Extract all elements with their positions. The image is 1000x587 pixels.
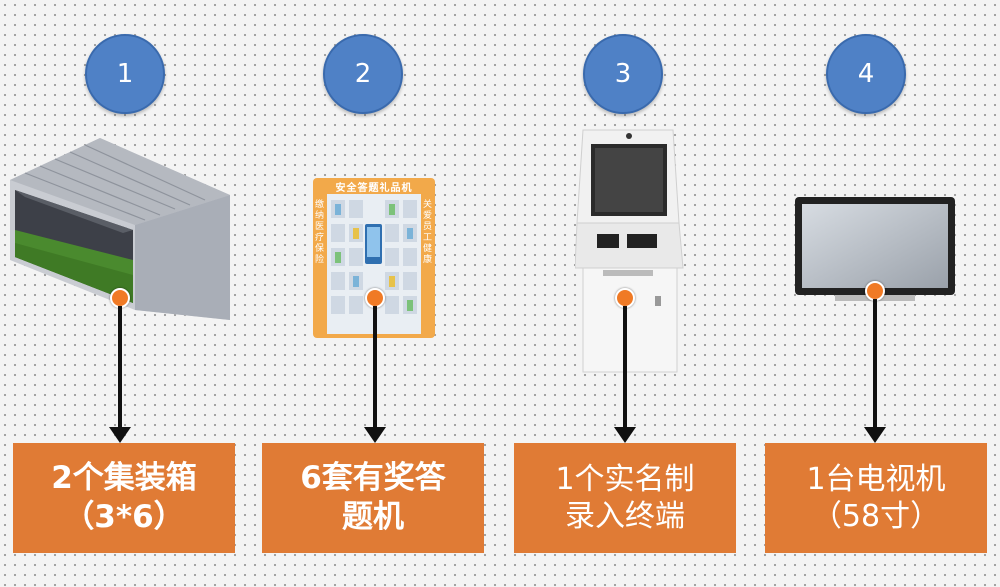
arrow-head: [364, 427, 386, 443]
label-box: 1个实名制 录入终端: [514, 443, 736, 553]
label-line-1: 1台电视机: [806, 461, 946, 497]
label-box: 6套有奖答 题机: [262, 443, 484, 553]
arrow-head: [109, 427, 131, 443]
step-number-circle: 4: [826, 34, 906, 114]
label-line-1: 1个实名制: [555, 461, 695, 497]
item-television: 4 1台电视机 （58寸）: [760, 0, 990, 587]
step-number-circle: 1: [85, 34, 165, 114]
arrow-head: [864, 427, 886, 443]
connector-dot: [865, 281, 885, 301]
container-icon: [10, 138, 230, 320]
connector-dot: [365, 288, 385, 308]
item-container: 1 2个集装箱 （3*6）: [5, 0, 235, 587]
machine-side-text-right: 关爱员工健康: [423, 200, 433, 265]
label-line-2: （58寸）: [811, 499, 941, 534]
step-number-circle: 3: [583, 34, 663, 114]
item-registration-terminal: 3 1个实名制 录入终端: [510, 0, 740, 587]
machine-header-text: 安全答题礼品机: [335, 183, 413, 194]
label-line-1: 6套有奖答: [300, 460, 446, 497]
machine-side-text-left: 缴纳医疗保险: [315, 200, 325, 265]
connector-dot: [615, 288, 635, 308]
television-icon: [795, 197, 955, 301]
item-quiz-machine: 2 安全答题礼品机 缴纳医疗保险 关爱员工健康 6套有奖答 题机: [260, 0, 490, 587]
arrow-line: [373, 306, 377, 428]
prize-quiz-machine-icon: [313, 178, 435, 338]
label-box: 2个集装箱 （3*6）: [13, 443, 235, 553]
arrow-line: [118, 306, 122, 428]
arrow-line: [623, 306, 627, 428]
label-box: 1台电视机 （58寸）: [765, 443, 987, 553]
label-line-2: （3*6）: [63, 499, 185, 535]
registration-kiosk-icon: [575, 129, 684, 373]
arrow-head: [614, 427, 636, 443]
arrow-line: [873, 299, 877, 428]
connector-dot: [110, 288, 130, 308]
label-line-1: 2个集装箱: [51, 460, 197, 497]
step-number-circle: 2: [323, 34, 403, 114]
label-line-2: 题机: [342, 499, 404, 535]
label-line-2: 录入终端: [565, 499, 685, 534]
